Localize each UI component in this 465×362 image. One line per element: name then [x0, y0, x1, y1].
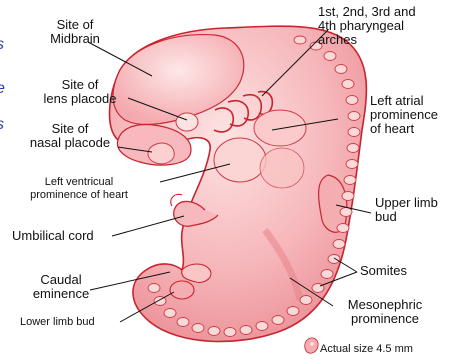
- label-line: Site of: [38, 18, 112, 32]
- label-somites: Somites: [360, 264, 407, 278]
- label-line: Site of: [32, 78, 128, 92]
- label-line: Upper limb: [375, 196, 438, 210]
- label-line: lens placode: [32, 92, 128, 106]
- actual-size-embryo-icon: [305, 338, 318, 353]
- label-line: of heart: [370, 122, 438, 136]
- atrial-prominence: [254, 110, 306, 146]
- label-line: nasal placode: [22, 136, 118, 150]
- label-lower-limb-bud: Lower limb bud: [20, 316, 95, 329]
- label-line: eminence: [30, 287, 92, 301]
- label-line: Left atrial: [370, 94, 438, 108]
- label-line: Mesonephric: [336, 298, 434, 312]
- label-pharyngeal-arches: 1st, 2nd, 3rd and 4th pharyngeal arches: [318, 5, 416, 47]
- label-line: prominence: [370, 108, 438, 122]
- nasal-placode: [148, 143, 174, 164]
- label-line: Site of: [22, 122, 118, 136]
- label-line: prominence: [336, 312, 434, 326]
- label-line: Caudal: [30, 273, 92, 287]
- label-line: arches: [318, 33, 416, 47]
- label-line: Midbrain: [38, 32, 112, 46]
- edge-fragment-3: e: [0, 80, 5, 98]
- label-line: 1st, 2nd, 3rd and: [318, 5, 416, 19]
- label-upper-limb-bud: Upper limb bud: [375, 196, 438, 224]
- label-actual-size: Actual size 4.5 mm: [320, 343, 413, 356]
- ventricular-prominence: [214, 138, 266, 182]
- label-line: bud: [375, 210, 438, 224]
- edge-fragment-1: s: [0, 36, 4, 54]
- label-site-of-midbrain: Site of Midbrain: [38, 18, 112, 46]
- label-umbilical-cord: Umbilical cord: [12, 229, 94, 243]
- label-left-ventricular-prominence: Left ventricual prominence of heart: [4, 176, 154, 202]
- label-left-atrial-prominence: Left atrial prominence of heart: [370, 94, 438, 136]
- edge-fragment-4: s: [0, 116, 4, 134]
- label-line: prominence of heart: [4, 189, 154, 202]
- label-lens-placode: Site of lens placode: [32, 78, 128, 106]
- lens-placode: [176, 113, 198, 131]
- label-line: Left ventricual: [4, 176, 154, 189]
- label-line: 4th pharyngeal: [318, 19, 416, 33]
- label-caudal-eminence: Caudal eminence: [30, 273, 92, 301]
- lower-limb-bud: [170, 281, 194, 299]
- label-mesonephric-prominence: Mesonephric prominence: [336, 298, 434, 326]
- label-nasal-placode: Site of nasal placode: [22, 122, 118, 150]
